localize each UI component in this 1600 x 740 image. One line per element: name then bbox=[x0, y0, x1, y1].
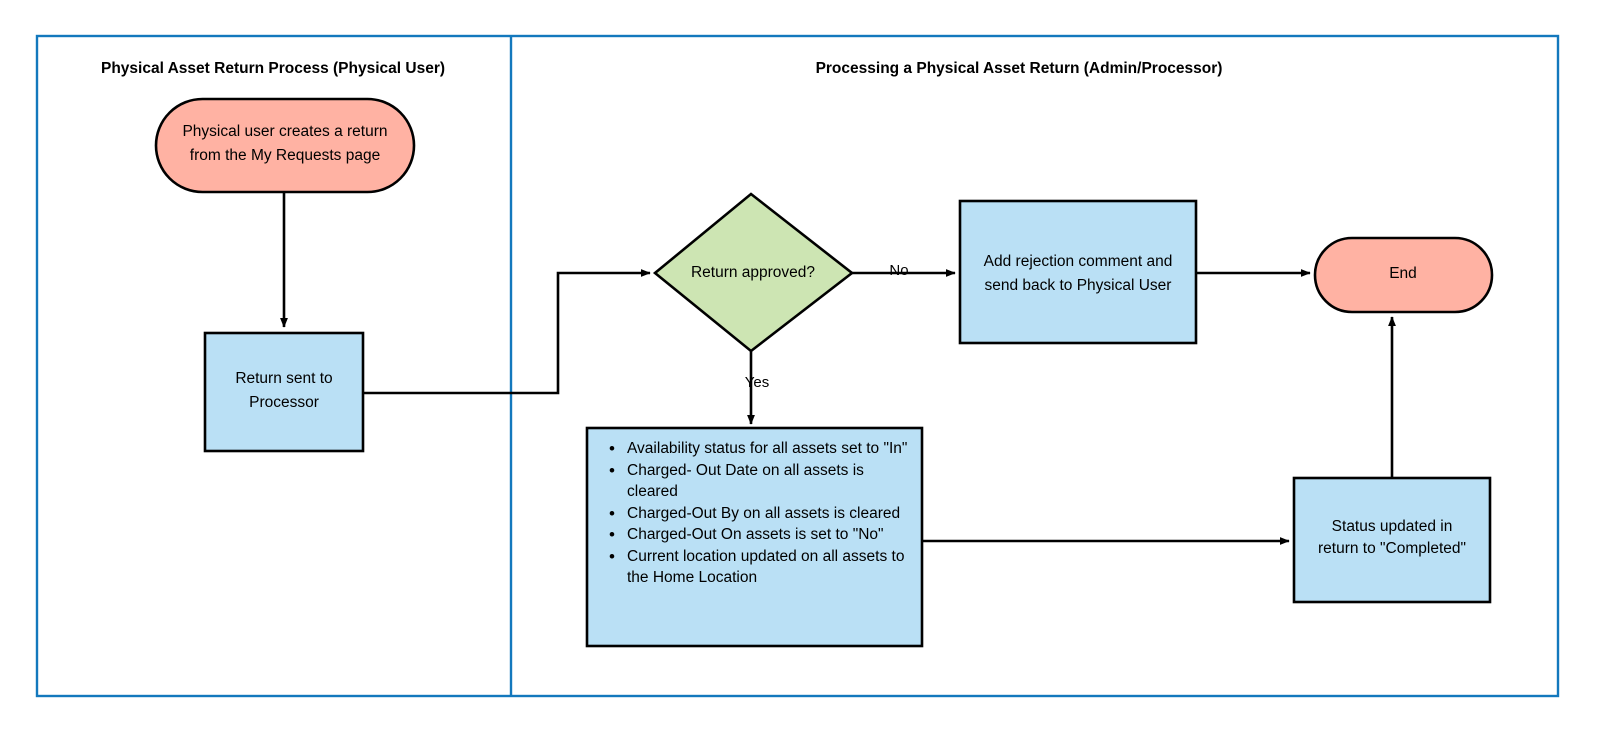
list-item: Charged-Out By on all assets is cleared bbox=[609, 503, 912, 525]
lane-title-admin-processor: Processing a Physical Asset Return (Admi… bbox=[816, 60, 1223, 77]
edge-label-no: No bbox=[889, 262, 908, 279]
node-status-updated-label-line2: return to "Completed" bbox=[1318, 540, 1466, 557]
node-asset-updates-bullets: Availability status for all assets set t… bbox=[587, 431, 922, 643]
node-return-sent-shape[interactable] bbox=[203, 331, 365, 453]
asset-updates-bullet-list: Availability status for all assets set t… bbox=[601, 438, 912, 589]
node-decision-shape[interactable] bbox=[652, 192, 855, 353]
node-start-label-line2: from the My Requests page bbox=[190, 147, 380, 164]
node-end-label: End bbox=[1389, 265, 1417, 282]
node-end-shape[interactable] bbox=[1313, 236, 1494, 314]
list-item: Charged-Out On assets is set to "No" bbox=[609, 524, 912, 546]
node-return-sent-label-line2: Processor bbox=[249, 394, 319, 411]
node-rejection-shape[interactable] bbox=[958, 199, 1198, 345]
node-status-updated-label-line1: Status updated in bbox=[1332, 518, 1453, 535]
node-decision-label: Return approved? bbox=[691, 264, 815, 281]
edge-return-sent-to-decision bbox=[363, 269, 651, 395]
node-start-label-line1: Physical user creates a return bbox=[182, 123, 387, 140]
node-start-shape[interactable] bbox=[154, 97, 416, 194]
list-item: Current location updated on all assets t… bbox=[609, 546, 912, 589]
node-rejection-label-line1: Add rejection comment and bbox=[984, 253, 1173, 270]
lane-title-physical-user: Physical Asset Return Process (Physical … bbox=[101, 60, 445, 77]
list-item: Charged- Out Date on all assets is clear… bbox=[609, 460, 912, 503]
edge-label-yes: Yes bbox=[745, 374, 769, 391]
node-status-updated-shape[interactable] bbox=[1292, 476, 1492, 604]
list-item: Availability status for all assets set t… bbox=[609, 438, 912, 460]
node-return-sent-label-line1: Return sent to bbox=[235, 370, 332, 387]
pool-frame bbox=[35, 34, 1560, 698]
node-rejection-label-line2: send back to Physical User bbox=[985, 277, 1172, 294]
